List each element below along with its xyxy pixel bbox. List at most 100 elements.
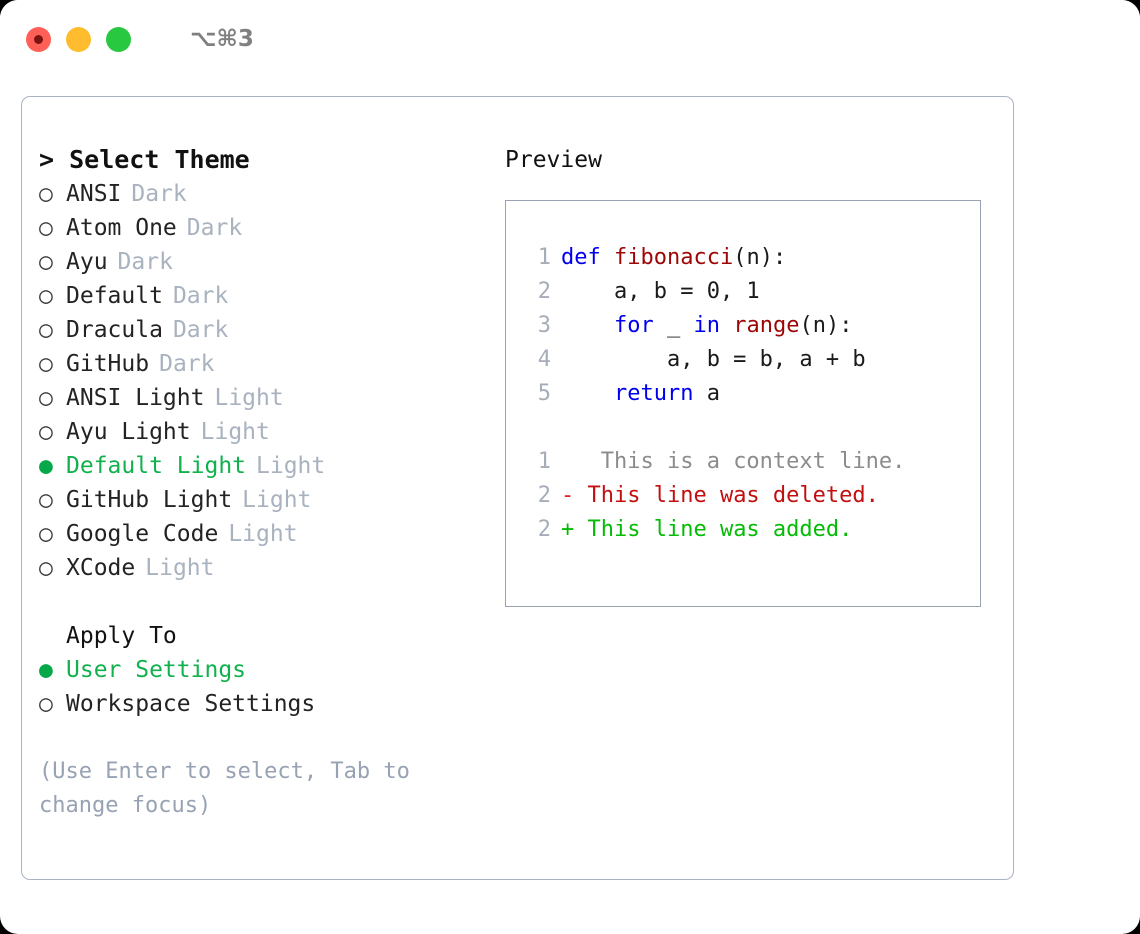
code-line: 3 for _ in range(n): bbox=[523, 309, 980, 343]
radio-unselected-icon[interactable]: ○ bbox=[39, 249, 53, 275]
diff-line-ctx: 1 This is a context line. bbox=[523, 445, 980, 479]
code-token: _ bbox=[653, 313, 694, 338]
theme-option-label: ANSI Light bbox=[66, 385, 205, 411]
theme-option-google-code[interactable]: ○ Google Code Light bbox=[39, 517, 486, 551]
keyboard-shortcut-label: ⌥⌘3 bbox=[190, 26, 254, 52]
code-line: 4 a, b = b, a + b bbox=[523, 343, 980, 377]
apply-to-list[interactable]: ●User Settings ○ Workspace Settings bbox=[39, 653, 486, 721]
diff-line-del: 2- This line was deleted. bbox=[523, 479, 980, 513]
radio-unselected-icon[interactable]: ○ bbox=[39, 385, 53, 411]
theme-category-badge: Dark bbox=[172, 283, 229, 309]
radio-unselected-icon[interactable]: ○ bbox=[39, 487, 53, 513]
theme-option-ansi-light[interactable]: ○ ANSI Light Light bbox=[39, 381, 486, 415]
code-diff-separator bbox=[523, 411, 980, 445]
radio-unselected-icon[interactable]: ○ bbox=[39, 283, 53, 309]
theme-category-badge: Dark bbox=[131, 181, 187, 207]
apply-to-option-user-settings[interactable]: ●User Settings bbox=[39, 653, 486, 687]
code-token: def bbox=[561, 245, 601, 270]
code-token bbox=[561, 381, 614, 406]
theme-option-label: Ayu bbox=[66, 249, 108, 275]
theme-option-label: Default Light bbox=[66, 453, 247, 479]
theme-category-badge: Light bbox=[200, 419, 270, 445]
theme-option-default[interactable]: ○ Default Dark bbox=[39, 279, 486, 313]
line-number: 1 bbox=[537, 245, 551, 270]
theme-category-badge: Light bbox=[214, 385, 284, 411]
theme-option-label: Atom One bbox=[66, 215, 177, 241]
radio-unselected-icon[interactable]: ○ bbox=[39, 215, 53, 241]
title-bar: ⌥⌘3 bbox=[0, 0, 1140, 78]
theme-option-label: GitHub Light bbox=[66, 487, 233, 513]
select-theme-header: > Select Theme bbox=[39, 145, 250, 174]
line-number: 2 bbox=[537, 279, 551, 304]
theme-option-label: Google Code bbox=[66, 521, 219, 547]
theme-category-badge: Light bbox=[228, 521, 298, 547]
radio-selected-icon[interactable]: ● bbox=[39, 453, 53, 479]
code-token bbox=[601, 245, 614, 270]
theme-option-xcode[interactable]: ○ XCode Light bbox=[39, 551, 486, 585]
code-token: for bbox=[613, 313, 654, 338]
theme-option-ayu[interactable]: ○ Ayu Dark bbox=[39, 245, 486, 279]
theme-option-label: Dracula bbox=[66, 317, 163, 343]
diff-text: This is a context line. bbox=[574, 449, 906, 474]
minimize-button-icon[interactable] bbox=[66, 26, 91, 52]
diff-text: This line was deleted. bbox=[574, 483, 879, 508]
theme-option-default-light[interactable]: ● Default Light Light bbox=[39, 449, 486, 483]
radio-unselected-icon[interactable]: ○ bbox=[39, 555, 53, 581]
line-number: 3 bbox=[537, 313, 551, 338]
theme-option-label: Default bbox=[66, 283, 163, 309]
code-token: (n): bbox=[799, 313, 853, 338]
theme-category-badge: Dark bbox=[117, 249, 173, 275]
radio-unselected-icon[interactable]: ○ bbox=[39, 419, 53, 445]
radio-unselected-icon[interactable]: ○ bbox=[39, 521, 53, 547]
code-token: in bbox=[693, 313, 720, 338]
line-number: 2 bbox=[537, 483, 551, 508]
apply-to-option-label: Workspace Settings bbox=[66, 691, 316, 717]
radio-unselected-icon[interactable]: ○ bbox=[39, 317, 53, 343]
line-number: 4 bbox=[537, 347, 551, 372]
diff-sign: - bbox=[561, 483, 575, 508]
diff-sample: 1 This is a context line.2- This line wa… bbox=[523, 445, 980, 547]
theme-category-badge: Dark bbox=[159, 351, 215, 377]
code-token: a bbox=[693, 381, 720, 406]
code-token bbox=[720, 313, 733, 338]
radio-selected-icon[interactable]: ● bbox=[39, 657, 53, 683]
code-token: return bbox=[613, 381, 694, 406]
code-line: 5 return a bbox=[523, 377, 980, 411]
radio-unselected-icon[interactable]: ○ bbox=[39, 691, 53, 717]
close-button-icon[interactable] bbox=[26, 26, 51, 52]
code-line: 1 def fibonacci(n): bbox=[523, 241, 980, 275]
code-token: a, b = 0, 1 bbox=[561, 279, 760, 304]
diff-sign: + bbox=[561, 517, 575, 542]
diff-sign bbox=[561, 449, 574, 474]
list-spacer bbox=[39, 585, 486, 619]
radio-unselected-icon[interactable]: ○ bbox=[39, 181, 53, 207]
code-line: 2 a, b = 0, 1 bbox=[523, 275, 980, 309]
maximize-button-icon[interactable] bbox=[106, 26, 131, 52]
theme-option-dracula[interactable]: ○ Dracula Dark bbox=[39, 313, 486, 347]
radio-unselected-icon[interactable]: ○ bbox=[39, 351, 53, 377]
theme-category-badge: Light bbox=[145, 555, 215, 581]
theme-option-label: XCode bbox=[66, 555, 136, 581]
theme-category-badge: Light bbox=[256, 453, 326, 479]
line-number: 1 bbox=[537, 449, 551, 474]
theme-category-badge: Dark bbox=[172, 317, 229, 343]
apply-to-option-workspace-settings[interactable]: ○ Workspace Settings bbox=[39, 687, 486, 721]
code-token: range bbox=[733, 313, 800, 338]
code-token: a, b = b, a + b bbox=[561, 347, 866, 372]
code-token: (n): bbox=[733, 245, 787, 270]
preview-title: Preview bbox=[505, 147, 602, 173]
code-token: fibonacci bbox=[614, 245, 734, 270]
diff-line-add: 2+ This line was added. bbox=[523, 513, 980, 547]
line-number: 5 bbox=[537, 381, 551, 406]
